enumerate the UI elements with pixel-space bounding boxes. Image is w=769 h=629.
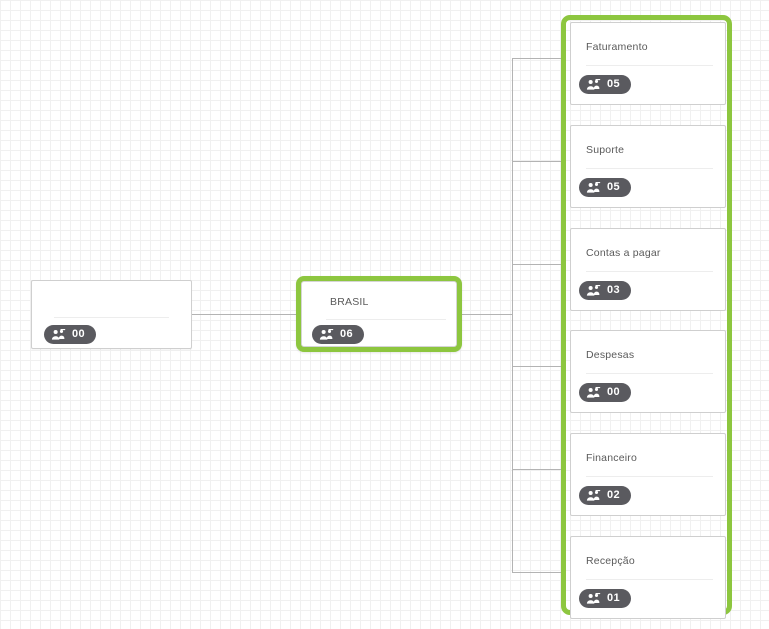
connector-branch-6 xyxy=(512,572,561,573)
connector-branch-5 xyxy=(512,469,561,470)
org-node-child-title: Contas a pagar xyxy=(586,247,661,259)
org-node-root[interactable]: 00 xyxy=(31,280,192,349)
org-node-child-title: Despesas xyxy=(586,349,635,361)
divider xyxy=(586,373,713,374)
org-node-child-member-badge: 00 xyxy=(579,383,632,402)
org-node-child-member-count: 05 xyxy=(607,78,621,90)
org-node-brasil[interactable]: BRASIL 06 xyxy=(296,276,462,352)
divider xyxy=(326,319,446,320)
connector-branch-1 xyxy=(512,58,561,59)
org-node-brasil-title: BRASIL xyxy=(330,296,369,308)
users-group-icon xyxy=(586,592,601,605)
org-node-child-member-badge: 05 xyxy=(579,75,632,94)
users-group-icon xyxy=(586,181,601,194)
org-node-child[interactable]: Contas a pagar 03 xyxy=(570,228,726,311)
org-node-root-title xyxy=(32,281,191,295)
users-group-icon xyxy=(586,386,601,399)
org-node-child-title: Recepção xyxy=(586,555,635,567)
selected-group-outline[interactable] xyxy=(561,15,732,615)
org-node-child-member-count: 03 xyxy=(607,284,621,296)
divider xyxy=(54,317,169,318)
org-node-child-member-count: 05 xyxy=(607,181,621,193)
connector-trunk-vertical xyxy=(512,58,513,573)
org-node-child-member-count: 01 xyxy=(607,592,621,604)
org-node-child[interactable]: Despesas 00 xyxy=(570,330,726,413)
org-node-brasil-member-count: 06 xyxy=(340,328,354,340)
users-group-icon xyxy=(586,78,601,91)
connector-branch-2 xyxy=(512,161,561,162)
connector-brasil-stub xyxy=(462,314,513,315)
divider xyxy=(586,271,713,272)
connector-branch-4 xyxy=(512,366,561,367)
users-group-icon xyxy=(51,328,66,341)
org-node-child-member-badge: 03 xyxy=(579,281,632,300)
org-node-child[interactable]: Suporte 05 xyxy=(570,125,726,208)
org-node-root-member-count: 00 xyxy=(72,328,86,340)
users-group-icon xyxy=(586,489,601,502)
org-node-brasil-body: BRASIL 06 xyxy=(301,281,457,347)
org-node-child-member-badge: 02 xyxy=(579,486,632,505)
org-node-child-member-count: 02 xyxy=(607,489,621,501)
org-node-child-title: Suporte xyxy=(586,144,625,156)
org-node-child-member-count: 00 xyxy=(607,386,621,398)
divider xyxy=(586,168,713,169)
divider xyxy=(586,476,713,477)
connector-branch-3 xyxy=(512,264,561,265)
org-node-child-member-badge: 01 xyxy=(579,589,632,608)
org-node-child-title: Financeiro xyxy=(586,452,638,464)
org-node-child-member-badge: 05 xyxy=(579,178,632,197)
org-node-child[interactable]: Faturamento 05 xyxy=(570,22,726,105)
users-group-icon xyxy=(586,284,601,297)
org-node-child[interactable]: Financeiro 02 xyxy=(570,433,726,516)
connector-root-to-brasil xyxy=(192,314,296,315)
org-node-child-title: Faturamento xyxy=(586,41,648,53)
org-node-child[interactable]: Recepção 01 xyxy=(570,536,726,619)
org-node-brasil-member-badge: 06 xyxy=(312,325,365,344)
divider xyxy=(586,579,713,580)
divider xyxy=(586,65,713,66)
org-node-root-member-badge: 00 xyxy=(44,325,97,344)
users-group-icon xyxy=(319,328,334,341)
